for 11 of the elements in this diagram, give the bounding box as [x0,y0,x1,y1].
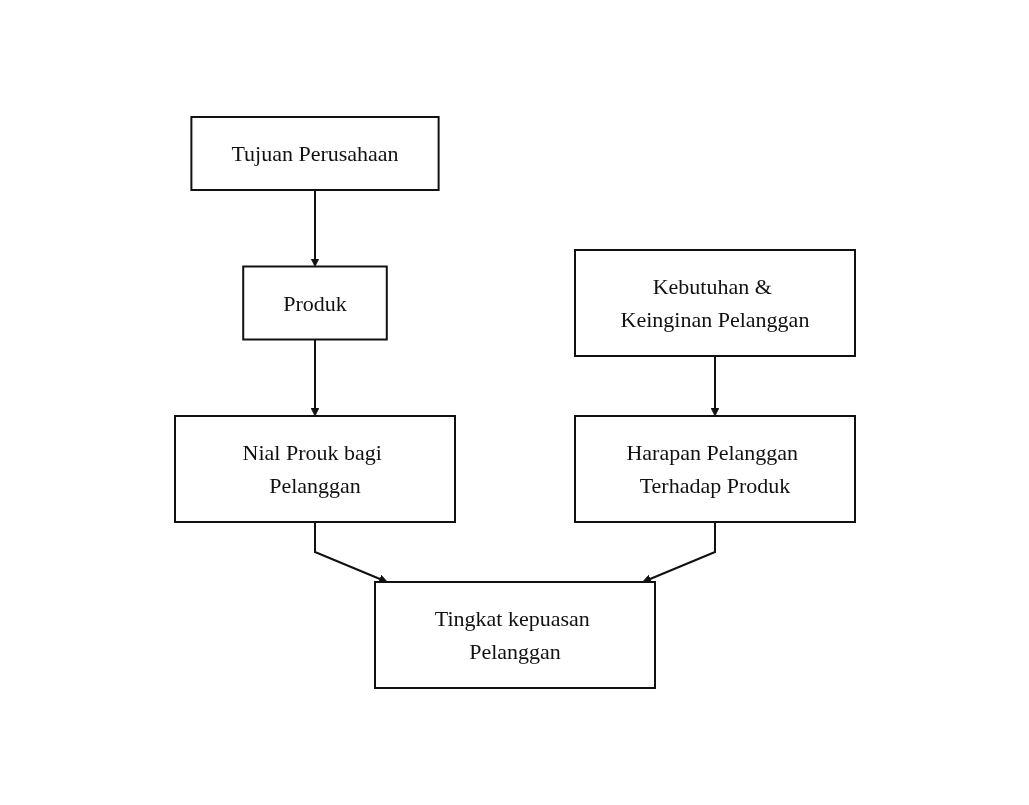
arrow [641,521,716,584]
node-box: Nial Prouk bagi Pelanggan [173,415,456,523]
node-box: Harapan Pelanggan Terhadap Produk [573,415,856,523]
arrow [710,355,719,417]
node-box: Tingkat kepuasan Pelanggan [373,581,656,689]
node-box: Produk [241,265,388,341]
arrow [310,189,319,267]
node-box: Tujuan Perusahaan [189,116,440,191]
arrow [310,338,319,417]
arrow [313,521,388,584]
node-box: Kebutuhan & Keinginan Pelanggan [573,249,856,357]
